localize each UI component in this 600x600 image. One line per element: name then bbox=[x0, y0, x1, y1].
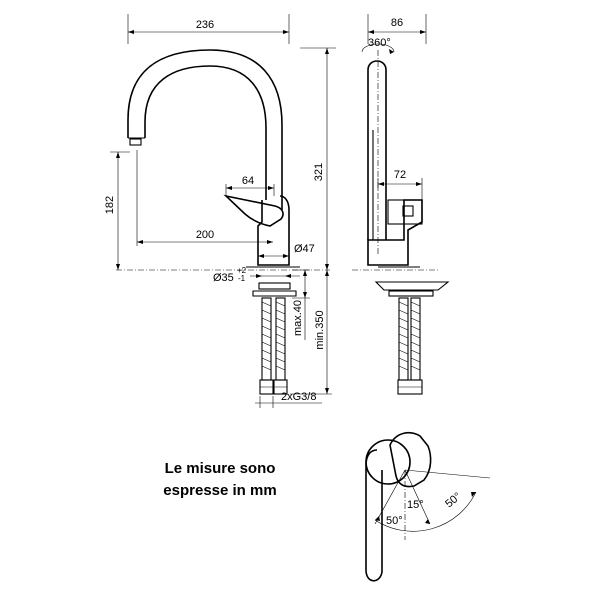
front-view: 236 321 182 64 200 Ø47 Ø35 +2 -1 bbox=[104, 14, 336, 408]
dim-hole-35-tol-lower: -1 bbox=[238, 274, 246, 283]
units-note-line2: espresse in mm bbox=[163, 482, 277, 499]
dim-200: 200 bbox=[196, 229, 214, 241]
dim-hole-35: Ø35 bbox=[213, 272, 234, 284]
dim-angle-50-left: 50° bbox=[386, 515, 403, 527]
dim-diameter-47: Ø47 bbox=[294, 243, 315, 255]
units-note-line1: Le misure sono bbox=[164, 460, 276, 477]
dim-321: 321 bbox=[313, 163, 325, 181]
dim-min-350: min.350 bbox=[314, 310, 326, 349]
dim-rotation-360: 360° bbox=[368, 37, 391, 49]
dim-hole-35-tol-upper: +2 bbox=[237, 266, 247, 275]
dim-72: 72 bbox=[394, 169, 406, 181]
dim-182: 182 bbox=[104, 196, 116, 214]
dim-angle-50-right: 50° bbox=[443, 490, 463, 510]
dim-angle-15: 15° bbox=[407, 499, 424, 511]
dim-236: 236 bbox=[196, 19, 214, 31]
dim-86: 86 bbox=[391, 17, 403, 29]
units-note: Le misure sono espresse in mm bbox=[150, 458, 290, 502]
side-view: 86 360° 72 bbox=[352, 14, 450, 395]
dim-max-40: max.40 bbox=[292, 300, 304, 336]
dim-connection: 2xG3/8 bbox=[281, 391, 316, 403]
dim-64: 64 bbox=[242, 175, 254, 187]
top-view: 15° 50° 50° bbox=[365, 431, 491, 582]
